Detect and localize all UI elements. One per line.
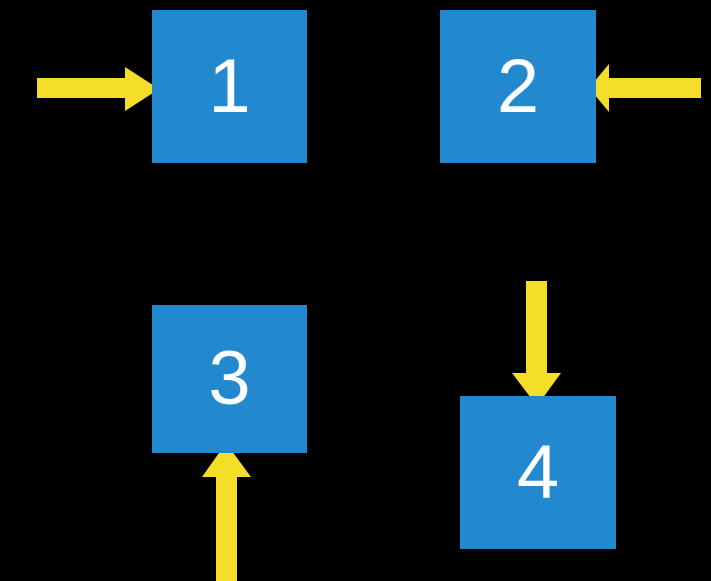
- node-box-1[interactable]: 1: [152, 10, 307, 163]
- arrow-right-into-node-1[interactable]: [37, 67, 159, 111]
- node-label-2: 2: [496, 43, 540, 129]
- arrow-down-into-node-4[interactable]: [512, 281, 561, 406]
- arrow-left-into-node-2[interactable]: [589, 64, 701, 112]
- node-label-4: 4: [516, 429, 560, 515]
- node-label-1: 1: [208, 43, 251, 129]
- node-label-3: 3: [208, 336, 251, 421]
- node-box-4[interactable]: 4: [460, 396, 616, 549]
- arrow-up-into-node-3[interactable]: [202, 443, 251, 581]
- node-box-3[interactable]: 3: [152, 305, 307, 453]
- node-box-2[interactable]: 2: [440, 10, 596, 163]
